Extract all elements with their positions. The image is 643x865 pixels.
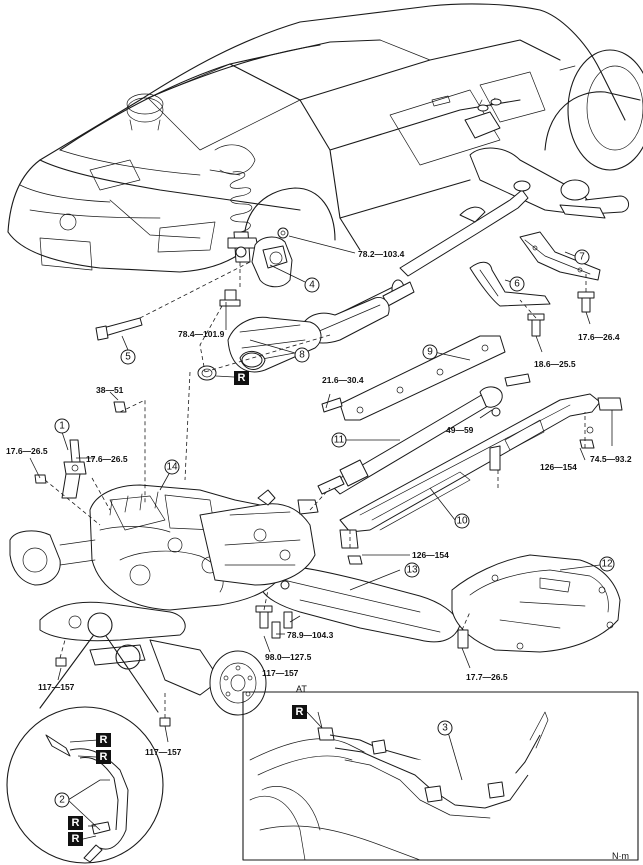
svg-text:11: 11 xyxy=(334,435,345,446)
torque-label: 126—154 xyxy=(540,462,577,472)
torque-label: 17.6—26.5 xyxy=(86,454,128,464)
vehicle-body-outline xyxy=(7,3,643,273)
torque-label: 21.6—30.4 xyxy=(322,375,364,385)
callout-1: 1 xyxy=(54,418,70,434)
assembly-lines xyxy=(44,261,587,718)
svg-text:14: 14 xyxy=(166,462,178,473)
svg-text:R: R xyxy=(72,817,80,829)
callout-2: 2 xyxy=(54,792,70,808)
svg-text:3: 3 xyxy=(442,723,448,734)
exhaust-system xyxy=(197,97,629,381)
replace-badge: R xyxy=(215,371,249,385)
svg-text:R: R xyxy=(100,734,108,746)
svg-text:5: 5 xyxy=(125,352,131,363)
torque-label: 18.6—25.5 xyxy=(534,359,576,369)
tunnel-member-and-frame xyxy=(317,335,623,565)
unit-label: N·m xyxy=(612,851,629,861)
torque-label: 126—154 xyxy=(412,550,449,560)
svg-text:9: 9 xyxy=(427,347,433,358)
torque-label: 98.0—127.5 xyxy=(265,652,312,662)
torque-label: 17.6—26.5 xyxy=(6,446,48,456)
callout-3: 3 xyxy=(437,720,453,736)
engine-transmission-assembly xyxy=(9,484,319,642)
svg-text:7: 7 xyxy=(579,252,585,263)
callout-12: 12 xyxy=(599,556,615,572)
at-inset xyxy=(242,691,639,861)
replace-badge: R xyxy=(77,750,111,764)
callout-6: 6 xyxy=(509,276,525,292)
torque-label: 78.4—101.9 xyxy=(178,329,225,339)
under-cover xyxy=(451,554,621,653)
torque-label: 49—59 xyxy=(446,425,474,435)
torque-label: 117—157 xyxy=(145,747,182,757)
callout-4: 4 xyxy=(304,277,320,293)
callout-13: 13 xyxy=(404,562,420,578)
leader-lines xyxy=(29,235,613,831)
svg-text:6: 6 xyxy=(514,279,520,290)
torque-label: 74.5—93.2 xyxy=(590,454,632,464)
callout-7: 7 xyxy=(574,249,590,265)
torque-label: 38—51 xyxy=(96,385,124,395)
torque-labels: 78.2—103.4 78.4—101.9 18.6—25.5 17.6—26.… xyxy=(6,249,632,757)
svg-text:1: 1 xyxy=(59,421,65,432)
torque-label: 78.2—103.4 xyxy=(358,249,405,259)
crossmember-bolts xyxy=(55,605,293,727)
detail-circle xyxy=(6,612,164,864)
replace-badge: R xyxy=(68,832,97,846)
long-bolt xyxy=(95,317,143,341)
replace-badge: R xyxy=(68,816,83,830)
front-suspension-strut xyxy=(219,171,259,307)
svg-text:R: R xyxy=(296,706,304,718)
front-wheel-hub xyxy=(89,639,267,716)
callout-11: 11 xyxy=(331,432,347,448)
torque-label: 17.7—26.5 xyxy=(466,672,508,682)
torque-label: 117—157 xyxy=(38,682,75,692)
svg-text:10: 10 xyxy=(456,516,468,527)
inset-label: AT xyxy=(296,684,307,694)
callout-5: 5 xyxy=(120,349,136,365)
svg-text:R: R xyxy=(72,833,80,845)
svg-text:2: 2 xyxy=(59,795,65,806)
callout-9: 9 xyxy=(422,344,438,360)
transmission-mount-bracket xyxy=(251,227,293,288)
torque-label: 17.6—26.4 xyxy=(578,332,620,342)
callouts: 1 2 3 4 5 6 7 8 9 10 11 12 13 14 xyxy=(54,249,615,808)
svg-text:R: R xyxy=(100,751,108,763)
torque-label: 78.9—104.3 xyxy=(287,630,334,640)
replace-badge: R xyxy=(292,705,323,729)
svg-text:13: 13 xyxy=(406,565,418,576)
callout-14: 14 xyxy=(164,459,180,475)
svg-text:R: R xyxy=(238,372,246,384)
callout-10: 10 xyxy=(454,513,470,529)
exhaust-hangers xyxy=(469,231,601,337)
replace-badge: R xyxy=(96,733,111,747)
torque-label: 117—157 xyxy=(262,668,299,678)
replace-badges: R R R R R R xyxy=(68,371,323,846)
svg-text:4: 4 xyxy=(309,280,315,291)
svg-text:12: 12 xyxy=(601,559,613,570)
callout-8: 8 xyxy=(294,347,310,363)
rear-crossmember xyxy=(259,564,461,643)
svg-text:8: 8 xyxy=(299,350,305,361)
steering-joint xyxy=(34,401,127,499)
